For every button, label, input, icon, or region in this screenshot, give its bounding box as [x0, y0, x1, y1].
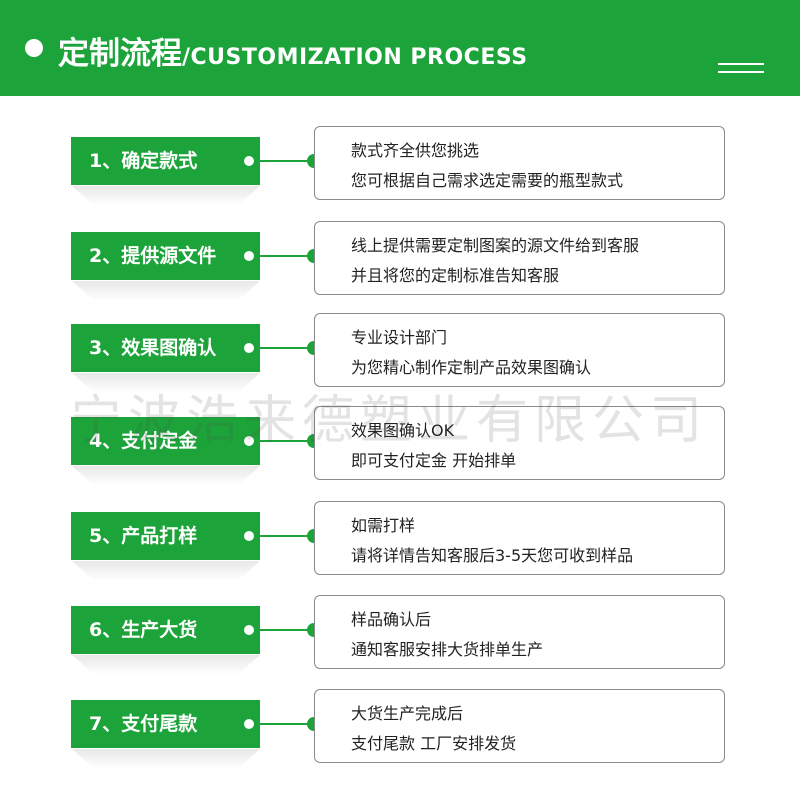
- description-line-1: 款式齐全供您挑选: [351, 141, 480, 160]
- label-shadow: [72, 655, 260, 675]
- connector-line: [257, 629, 313, 631]
- menu-lines-icon: [718, 63, 764, 79]
- step-label: 2、提供源文件: [71, 232, 260, 280]
- process-step-5: 5、产品打样 如需打样 请将详情告知客服后3-5天您可收到样品: [0, 501, 800, 581]
- step-description-box: 大货生产完成后 支付尾款 工厂安排发货: [314, 689, 725, 763]
- label-shadow: [72, 561, 260, 581]
- connector-ring-icon: [241, 528, 257, 544]
- label-shadow: [72, 373, 260, 393]
- description-line-2: 请将详情告知客服后3-5天您可收到样品: [351, 546, 634, 565]
- connector-line: [257, 723, 313, 725]
- description-line-2: 您可根据自己需求选定需要的瓶型款式: [351, 171, 624, 190]
- process-step-1: 1、确定款式 款式齐全供您挑选 您可根据自己需求选定需要的瓶型款式: [0, 126, 800, 206]
- process-step-7: 7、支付尾款 大货生产完成后 支付尾款 工厂安排发货: [0, 689, 800, 769]
- process-step-2: 2、提供源文件 线上提供需要定制图案的源文件给到客服 并且将您的定制标准告知客服: [0, 221, 800, 301]
- connector-line: [257, 535, 313, 537]
- header-banner: 定制流程/CUSTOMIZATION PROCESS: [0, 0, 800, 96]
- description-line-2: 支付尾款 工厂安排发货: [351, 734, 517, 753]
- label-shadow: [72, 186, 260, 206]
- page-title: 定制流程/CUSTOMIZATION PROCESS: [58, 28, 528, 73]
- connector-line: [257, 160, 313, 162]
- step-description-box: 效果图确认OK 即可支付定金 开始排单: [314, 406, 725, 480]
- label-shadow: [72, 749, 260, 769]
- description-line-2: 即可支付定金 开始排单: [351, 451, 517, 470]
- process-step-4: 4、支付定金 效果图确认OK 即可支付定金 开始排单: [0, 406, 800, 486]
- title-chinese: 定制流程: [58, 36, 182, 72]
- connector-line: [257, 255, 313, 257]
- description-line-1: 样品确认后: [351, 610, 432, 629]
- step-description-box: 线上提供需要定制图案的源文件给到客服 并且将您的定制标准告知客服: [314, 221, 725, 295]
- step-description-box: 如需打样 请将详情告知客服后3-5天您可收到样品: [314, 501, 725, 575]
- connector-ring-icon: [241, 433, 257, 449]
- connector-ring-icon: [241, 340, 257, 356]
- step-label: 6、生产大货: [71, 606, 260, 654]
- connector-ring-icon: [241, 716, 257, 732]
- label-shadow: [72, 281, 260, 301]
- step-description-box: 样品确认后 通知客服安排大货排单生产: [314, 595, 725, 669]
- description-line-1: 大货生产完成后: [351, 704, 464, 723]
- description-line-1: 如需打样: [351, 516, 416, 535]
- connector-ring-icon: [241, 248, 257, 264]
- connector-ring-icon: [241, 622, 257, 638]
- description-line-2: 并且将您的定制标准告知客服: [351, 266, 560, 285]
- step-label: 5、产品打样: [71, 512, 260, 560]
- step-label: 4、支付定金: [71, 417, 260, 465]
- step-description-box: 款式齐全供您挑选 您可根据自己需求选定需要的瓶型款式: [314, 126, 725, 200]
- connector-ring-icon: [241, 153, 257, 169]
- connector-line: [257, 347, 313, 349]
- label-shadow: [72, 466, 260, 486]
- title-english: /CUSTOMIZATION PROCESS: [182, 45, 528, 70]
- description-line-2: 为您精心制作定制产品效果图确认: [351, 358, 592, 377]
- description-line-1: 效果图确认OK: [351, 421, 455, 440]
- process-step-3: 3、效果图确认 专业设计部门 为您精心制作定制产品效果图确认: [0, 313, 800, 393]
- step-label: 1、确定款式: [71, 137, 260, 185]
- connector-line: [257, 440, 313, 442]
- process-step-6: 6、生产大货 样品确认后 通知客服安排大货排单生产: [0, 595, 800, 675]
- description-line-1: 线上提供需要定制图案的源文件给到客服: [351, 236, 640, 255]
- bullet-dot-icon: [25, 39, 43, 57]
- step-label: 3、效果图确认: [71, 324, 260, 372]
- step-label: 7、支付尾款: [71, 700, 260, 748]
- description-line-2: 通知客服安排大货排单生产: [351, 640, 544, 659]
- description-line-1: 专业设计部门: [351, 328, 448, 347]
- step-description-box: 专业设计部门 为您精心制作定制产品效果图确认: [314, 313, 725, 387]
